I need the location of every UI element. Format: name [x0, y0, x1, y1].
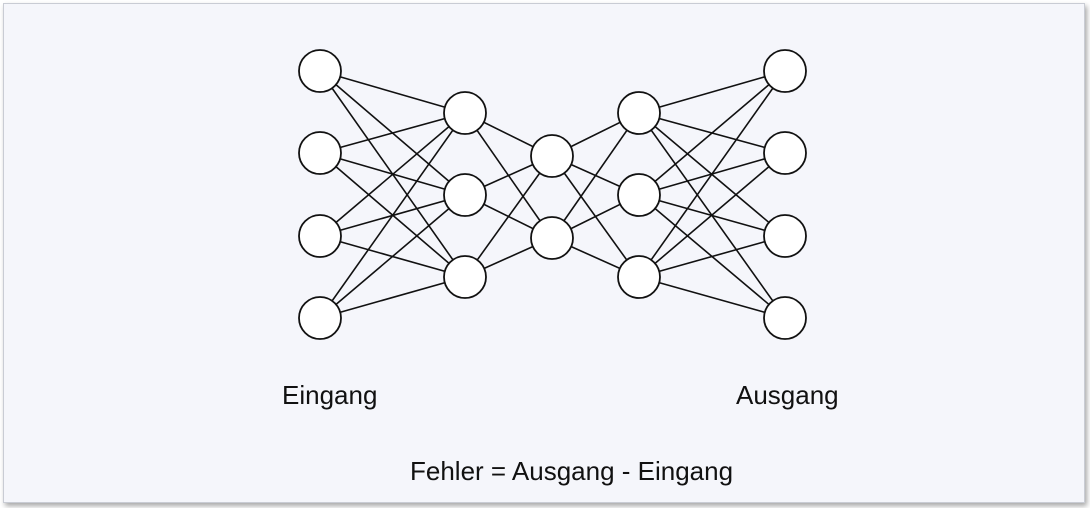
connection-l0n3-l1n0: [319, 112, 466, 319]
neuron-layer0-node1: [298, 131, 342, 175]
connection-l3n2-l4n0: [638, 70, 786, 278]
connection-l1n2-l2n0: [464, 155, 553, 278]
connection-l0n2-l1n0: [319, 112, 466, 237]
neuron-layer4-node0: [763, 49, 807, 93]
neuron-layer0-node0: [298, 49, 342, 93]
neuron-layer4-node3: [763, 296, 807, 340]
neuron-layer1-node1: [443, 173, 487, 217]
connection-l3n2-l4n1: [638, 152, 786, 278]
neuron-layer2-node0: [530, 134, 574, 178]
connection-l3n2-l4n2: [638, 235, 786, 278]
connection-l0n1-l1n0: [319, 112, 466, 154]
error-formula: Fehler = Ausgang - Eingang: [410, 456, 734, 486]
neuron-layer0-node3: [298, 296, 342, 340]
neuron-layer4-node2: [763, 214, 807, 258]
neuron-layer2-node1: [530, 216, 574, 260]
connection-l3n0-l4n0: [638, 70, 786, 114]
connection-l0n0-l1n0: [319, 70, 466, 114]
connection-l3n1-l4n0: [638, 70, 786, 196]
diagram-frame: Eingang Ausgang Fehler = Ausgang - Einga…: [3, 3, 1085, 503]
connection-l0n3-l1n1: [319, 194, 466, 319]
connection-l0n3-l1n2: [319, 276, 466, 319]
neuron-layer1-node0: [443, 91, 487, 135]
connection-l2n1-l3n0: [551, 112, 640, 239]
neuron-layer4-node1: [763, 131, 807, 175]
neuron-layer3-node0: [617, 91, 661, 135]
connections: [319, 70, 786, 319]
neurons: [298, 49, 807, 340]
neuron-layer0-node2: [298, 214, 342, 258]
output-label: Ausgang: [736, 380, 839, 410]
input-label: Eingang: [282, 380, 378, 410]
connection-l3n2-l4n3: [638, 276, 786, 319]
neuron-layer3-node2: [617, 255, 661, 299]
neuron-layer1-node2: [443, 255, 487, 299]
neural-network-diagram: [298, 49, 807, 340]
neuron-layer3-node1: [617, 173, 661, 217]
